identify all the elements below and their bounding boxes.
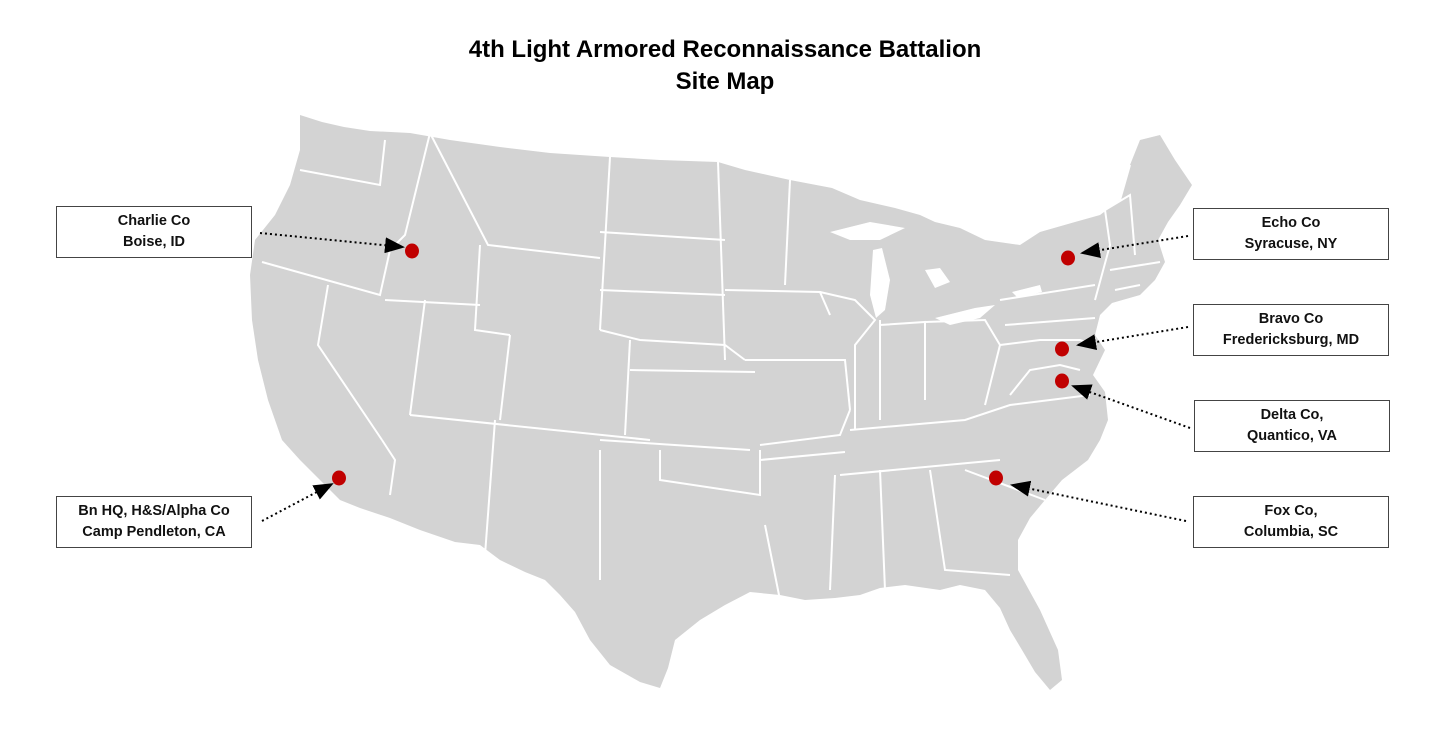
unit-name: Fox Co,	[1264, 503, 1318, 519]
leader-lines	[259, 232, 1191, 522]
site-markers	[332, 243, 1075, 486]
marker-fox[interactable]	[989, 470, 1003, 486]
unit-name: Charlie Co	[117, 213, 191, 229]
site-label-delta: Delta Co, Quantico, VA	[1194, 400, 1390, 452]
unit-name: Echo Co	[1261, 215, 1321, 231]
state-borders	[261, 132, 1161, 601]
site-location: Columbia, SC	[1243, 524, 1339, 540]
site-label-bravo: Bravo Co Fredericksburg, MD	[1193, 304, 1389, 356]
site-label-charlie: Charlie Co Boise, ID	[56, 206, 252, 258]
site-location: Camp Pendleton, CA	[82, 524, 226, 540]
marker-delta[interactable]	[1055, 373, 1069, 389]
site-label-echo: Echo Co Syracuse, NY	[1193, 208, 1389, 260]
leader-delta	[1071, 384, 1191, 429]
marker-echo[interactable]	[1061, 250, 1075, 266]
marker-bravo[interactable]	[1055, 341, 1069, 357]
unit-name: Bravo Co	[1258, 311, 1324, 327]
site-location: Quantico, VA	[1247, 428, 1337, 444]
marker-charlie[interactable]	[405, 243, 419, 259]
site-location: Boise, ID	[122, 234, 186, 250]
site-label-hq: Bn HQ, H&S/Alpha Co Camp Pendleton, CA	[56, 496, 252, 548]
marker-hq[interactable]	[332, 470, 346, 486]
title-line-2: Site Map	[675, 68, 775, 95]
site-location: Fredericksburg, MD	[1222, 332, 1360, 348]
unit-name: Bn HQ, H&S/Alpha Co	[78, 503, 230, 519]
leader-hq	[261, 483, 334, 522]
us-landmass	[250, 115, 1192, 690]
site-label-fox: Fox Co, Columbia, SC	[1193, 496, 1389, 548]
map-title: 4th Light Armored Reconnaissance Battali…	[0, 34, 1450, 98]
unit-name: Delta Co,	[1260, 407, 1324, 423]
leader-charlie	[259, 232, 405, 254]
title-line-1: 4th Light Armored Reconnaissance Battali…	[468, 36, 982, 63]
leader-bravo	[1076, 326, 1189, 350]
great-lakes	[830, 222, 1042, 325]
site-location: Syracuse, NY	[1244, 236, 1338, 252]
